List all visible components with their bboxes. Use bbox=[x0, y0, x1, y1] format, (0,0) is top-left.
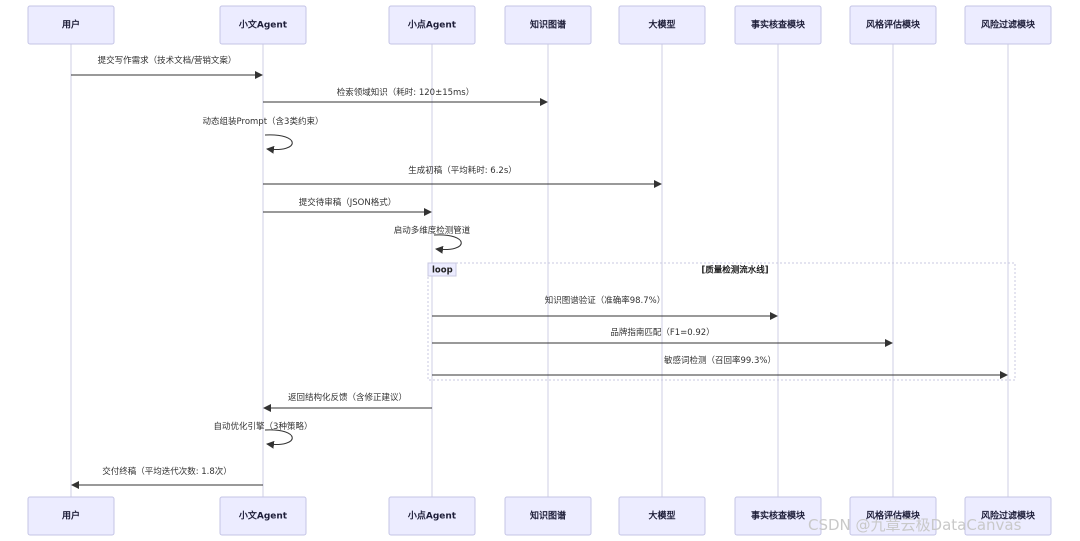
actor-label-risk-bottom: 风险过滤模块 bbox=[981, 510, 1036, 522]
loop-frame bbox=[427, 262, 1016, 381]
actor-box-llm-top bbox=[618, 5, 706, 45]
message-self-arrow-2 bbox=[264, 134, 293, 154]
message-self-arrow-10 bbox=[264, 429, 293, 449]
actor-box-xiaodian-bottom bbox=[388, 496, 476, 536]
actor-label-style-top: 风格评估模块 bbox=[866, 19, 921, 31]
actor-box-factcheck-bottom bbox=[734, 496, 822, 536]
message-self-arrow-5 bbox=[433, 234, 462, 254]
actor-label-kg-top: 知识图谱 bbox=[529, 19, 566, 31]
actor-box-factcheck-top bbox=[734, 5, 822, 45]
actor-label-kg-bottom: 知识图谱 bbox=[529, 510, 566, 522]
message-label-6: 知识图谱验证（准确率98.7%） bbox=[545, 295, 666, 306]
actor-label-user-bottom: 用户 bbox=[61, 510, 80, 522]
messages: 提交写作需求（技术文档/营销文案） 检索领域知识（耗时: 120±15ms） 动态组… bbox=[71, 55, 1008, 489]
actor-box-user-top bbox=[27, 5, 115, 45]
actor-label-xiaodian-bottom: 小点Agent bbox=[407, 510, 457, 522]
actors-bottom: 用户 小文Agent 小点Agent 知识图谱 大模型 事实核查模块 风格评估模块 风险过滤模… bbox=[27, 496, 1052, 536]
watermark: CSDN @九章云极DataCanvas bbox=[808, 516, 1022, 534]
actor-label-xiaowen-bottom: 小文Agent bbox=[238, 510, 288, 522]
message-label-2: 动态组装Prompt（含3类约束） bbox=[203, 116, 324, 127]
loop-title: [质量检测流水线] bbox=[701, 265, 768, 276]
actor-label-risk-top: 风险过滤模块 bbox=[981, 19, 1036, 31]
actor-box-risk-bottom bbox=[964, 496, 1052, 536]
message-label-5: 启动多维度检测管道 bbox=[394, 225, 471, 236]
actor-label-llm-bottom: 大模型 bbox=[648, 510, 675, 522]
message-label-11: 交付终稿（平均迭代次数: 1.8次） bbox=[102, 466, 232, 477]
actor-box-user-bottom bbox=[27, 496, 115, 536]
loop-tag bbox=[427, 262, 457, 277]
actor-box-risk-top bbox=[964, 5, 1052, 45]
actor-box-xiaowen-bottom bbox=[219, 496, 307, 536]
actor-label-user-top: 用户 bbox=[61, 19, 80, 31]
message-label-3: 生成初稿（平均耗时: 6.2s） bbox=[408, 165, 517, 176]
actor-label-factcheck-bottom: 事实核查模块 bbox=[751, 510, 806, 522]
actor-box-style-top bbox=[849, 5, 937, 45]
message-label-8: 敏感词检测（召回率99.3%） bbox=[664, 355, 776, 366]
actor-label-style-bottom: 风格评估模块 bbox=[866, 510, 921, 522]
actor-box-kg-bottom bbox=[504, 496, 592, 536]
message-label-1: 检索领域知识（耗时: 120±15ms） bbox=[337, 87, 474, 98]
actor-box-kg-top bbox=[504, 5, 592, 45]
message-label-7: 品牌指南匹配（F1=0.92） bbox=[610, 327, 714, 338]
actors-top: 用户 小文Agent 小点Agent 知识图谱 大模型 事实核查模块 风格评估模块 风险过滤模… bbox=[27, 5, 1052, 45]
message-label-0: 提交写作需求（技术文档/营销文案） bbox=[98, 55, 237, 66]
actor-label-xiaowen-top: 小文Agent bbox=[238, 19, 288, 31]
actor-label-xiaodian-top: 小点Agent bbox=[407, 19, 457, 31]
actor-box-llm-bottom bbox=[618, 496, 706, 536]
actor-label-llm-top: 大模型 bbox=[648, 19, 675, 31]
actor-box-style-bottom bbox=[849, 496, 937, 536]
lifelines bbox=[70, 44, 1009, 497]
actor-box-xiaodian-top bbox=[388, 5, 476, 45]
loop-fragment: loop [质量检测流水线] bbox=[427, 262, 1016, 381]
message-label-10: 自动优化引擎（3种策略） bbox=[214, 421, 313, 432]
message-label-9: 返回结构化反馈（含修正建议） bbox=[288, 392, 407, 403]
actor-box-xiaowen-top bbox=[219, 5, 307, 45]
loop-keyword: loop bbox=[432, 266, 453, 276]
message-label-4: 提交待审稿（JSON格式） bbox=[299, 197, 396, 208]
actor-label-factcheck-top: 事实核查模块 bbox=[751, 19, 806, 31]
